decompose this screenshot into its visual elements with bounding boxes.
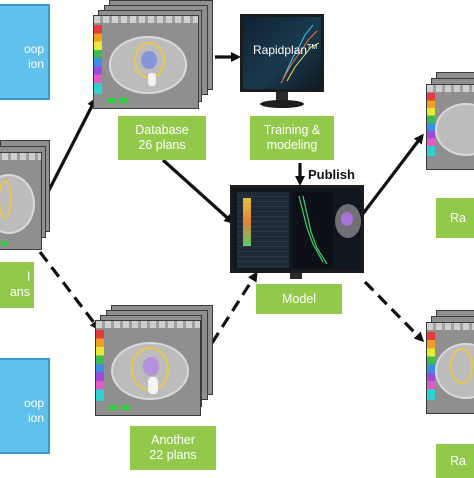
rapidplan-brand: Rapidplan xyxy=(253,43,308,57)
arrow-left-to-another xyxy=(38,251,100,331)
rapidplan-tm: TM xyxy=(307,44,318,51)
info-box-top-text: oop ion xyxy=(23,42,44,71)
monitor-rapidplan: RapidplanTM xyxy=(240,14,326,110)
arrow-model-to-right-bottom xyxy=(363,280,425,343)
left-plans-label-box: l ans xyxy=(0,262,34,308)
ct-stack-right-bottom xyxy=(426,310,474,416)
ct-image-another xyxy=(95,320,201,416)
info-box-top: oop ion xyxy=(0,4,50,100)
another-label-box: Another 22 plans xyxy=(130,426,216,470)
training-label-box: Training & modeling xyxy=(250,116,334,160)
model-screen xyxy=(230,185,364,273)
publish-label: Publish xyxy=(308,167,355,182)
arrow-left-to-database xyxy=(44,97,97,197)
database-label-box: Database 26 plans xyxy=(118,116,206,160)
ct-stack-another xyxy=(95,305,215,417)
ct-stack-database xyxy=(93,0,215,110)
arrow-model-to-right-top xyxy=(360,133,424,216)
rapidplan-screen: RapidplanTM xyxy=(240,14,324,92)
model-label-box: Model xyxy=(256,284,342,314)
info-box-bottom: oop ion xyxy=(0,358,50,454)
monitor-model xyxy=(230,185,364,283)
arrow-database-to-model xyxy=(161,158,235,225)
ct-image-right-bottom xyxy=(426,322,474,414)
info-box-bottom-text: oop ion xyxy=(23,396,44,425)
arrow-another-to-model xyxy=(210,271,258,344)
ct-image-database xyxy=(93,15,199,109)
ct-image-right-top xyxy=(426,84,474,170)
right-top-label-box: Ra xyxy=(436,198,474,238)
ct-stack-left xyxy=(0,140,50,252)
right-bottom-label-box: Ra xyxy=(436,444,474,478)
ct-stack-right-top xyxy=(426,72,474,172)
ct-image-left xyxy=(0,152,42,250)
